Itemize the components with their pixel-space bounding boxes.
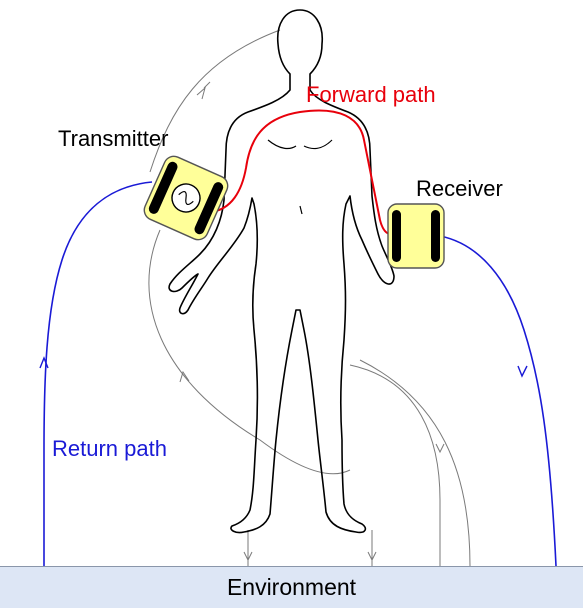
environment-label: Environment [227,574,356,601]
leak-line-right [360,360,470,566]
receiver-device [388,204,444,268]
receiver-label: Receiver [416,178,503,200]
leak-line-mid [350,365,440,566]
leak-line-upper [150,30,280,172]
transmitter-label: Transmitter [58,128,168,150]
forward-path-label: Forward path [306,84,436,106]
leak-line-upper-head [204,82,210,88]
return-path-left-line [44,182,152,566]
leak-line-left [149,230,350,474]
return-path-right-line [440,236,556,566]
forward-path-line [210,110,396,234]
body-chest-detail [268,140,332,214]
environment-bar: Environment [0,566,583,608]
leakage-arrowheads [180,88,444,560]
return-path-right-arrow [518,366,527,376]
return-path-label: Return path [52,438,167,460]
